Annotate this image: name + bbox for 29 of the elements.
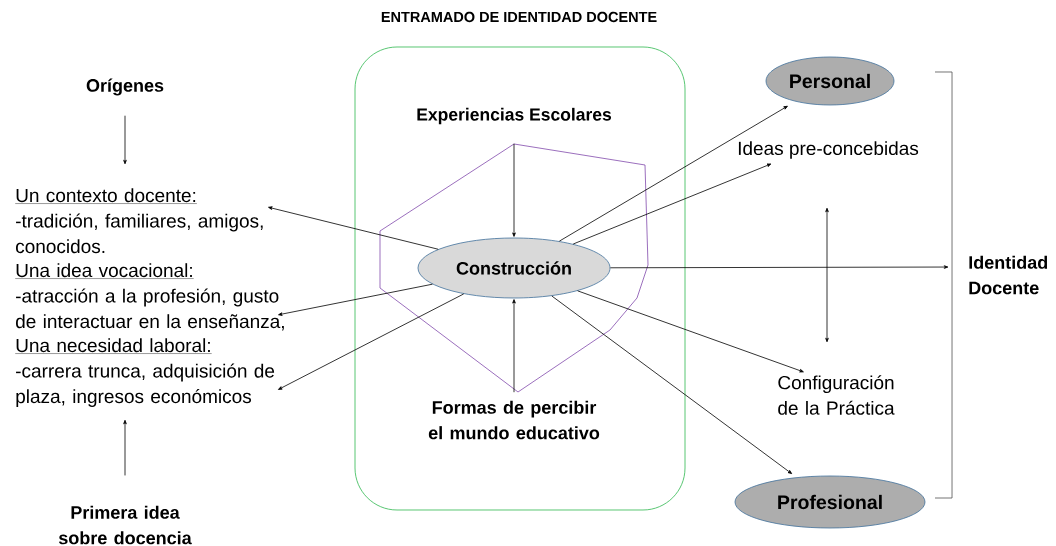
arrow bbox=[551, 295, 793, 474]
arrow bbox=[123, 419, 127, 476]
arrow bbox=[268, 206, 439, 250]
arrow bbox=[278, 293, 465, 390]
ellipse-node: Construcción bbox=[417, 237, 611, 299]
arrow bbox=[577, 290, 804, 373]
heading-text: Primera idea sobre docencia bbox=[58, 505, 192, 545]
ellipse-node: Personal bbox=[765, 56, 895, 106]
text-block: Una idea vocacional: -atracción a la profesión, gusto de interactuar en la enseñanza, bbox=[15, 263, 284, 331]
rounded-frame bbox=[354, 46, 686, 511]
arrow bbox=[610, 265, 949, 269]
text-block: Un contexto docente: -tradición, familiares, amigos, conocidos. bbox=[15, 188, 263, 254]
heading-text: Experiencias Escolares bbox=[417, 107, 612, 125]
heading-text: Formas de percibir el mundo educativo bbox=[428, 400, 600, 440]
text-block: Una necesidad laboral: -carrera trunca, adquisición de plaza, ingresos económicos bbox=[15, 338, 275, 407]
arrow bbox=[558, 105, 788, 242]
arrow bbox=[512, 299, 516, 393]
arrow bbox=[572, 163, 772, 245]
arrow bbox=[123, 115, 127, 165]
polygon-outline bbox=[379, 143, 649, 393]
arrow bbox=[512, 143, 516, 237]
heading-text: Orígenes bbox=[86, 78, 164, 96]
label-text: Configuración de la Práctica bbox=[778, 375, 895, 415]
ellipse-node: Profesional bbox=[734, 475, 926, 529]
heading-text: Identidad Docente bbox=[969, 255, 1048, 295]
label-text: Ideas pre-concebidas bbox=[738, 141, 919, 159]
arrow bbox=[278, 283, 433, 316]
double-arrow bbox=[825, 207, 829, 343]
title-text: ENTRAMADO DE IDENTIDAD DOCENTE bbox=[381, 11, 657, 23]
